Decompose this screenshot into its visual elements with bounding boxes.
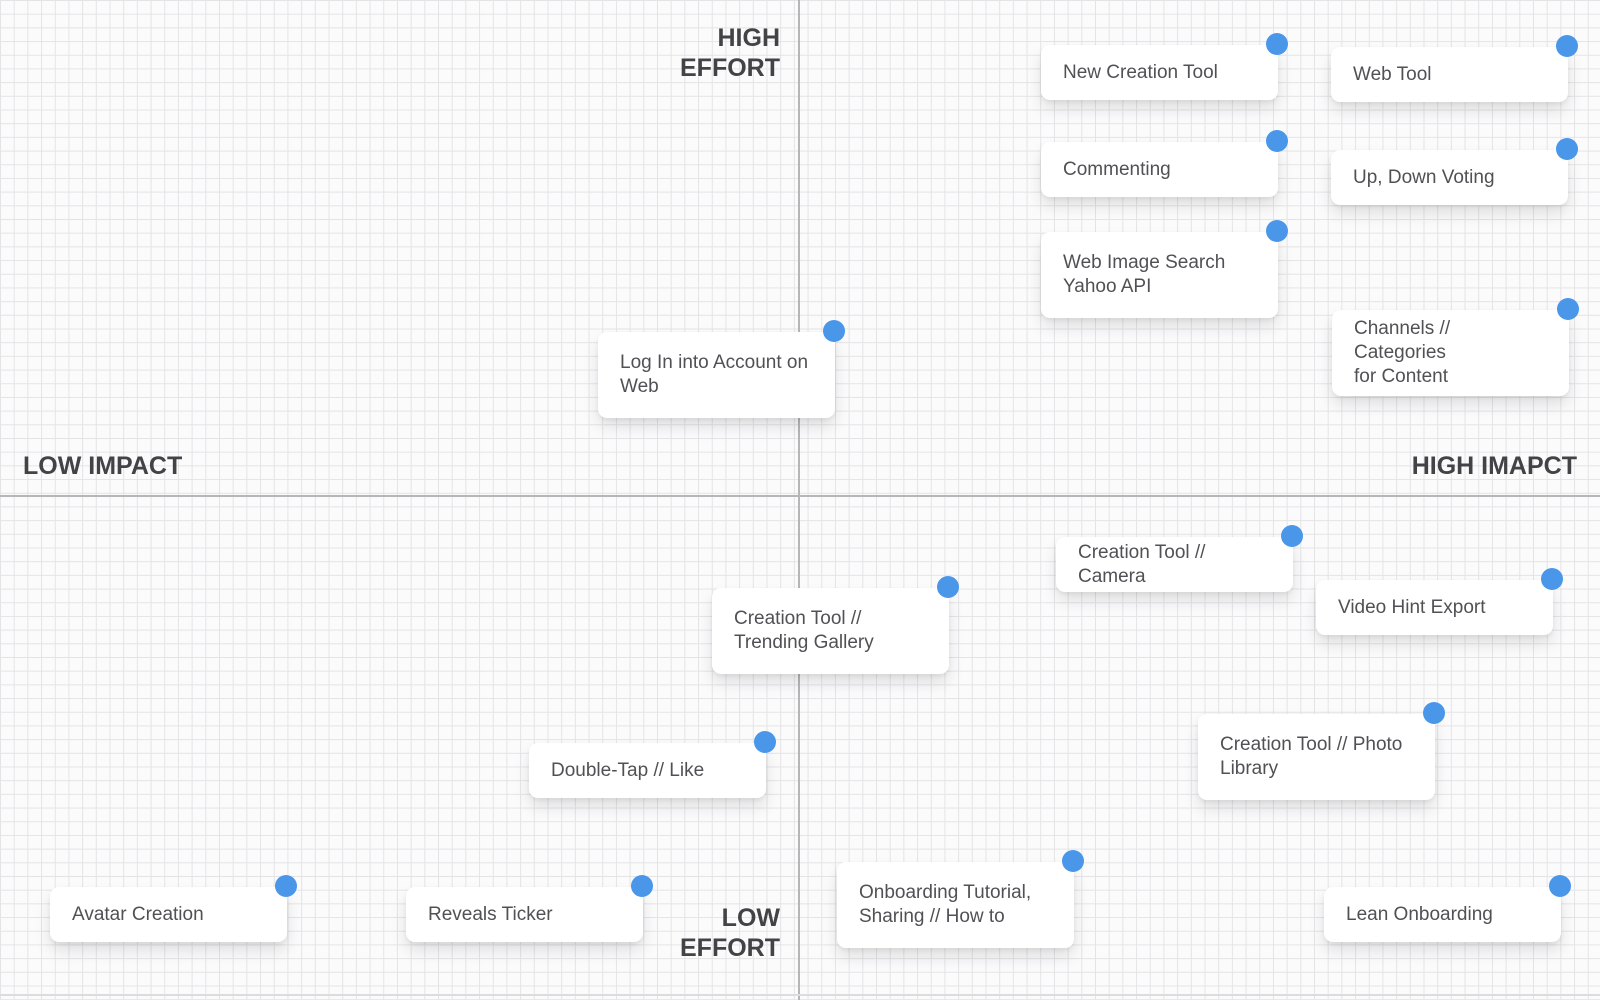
card-handle-dot[interactable]: [1556, 35, 1578, 57]
card-lean-onboarding[interactable]: Lean Onboarding: [1324, 875, 1571, 942]
card-handle-dot[interactable]: [1062, 850, 1084, 872]
card-commenting[interactable]: Commenting: [1041, 130, 1288, 197]
card-label: Up, Down Voting: [1353, 166, 1495, 188]
card-channels-categories-for-content[interactable]: Channels // Categories for Content: [1332, 298, 1579, 396]
card-handle-dot[interactable]: [1556, 138, 1578, 160]
card-creation-tool-trending-gallery[interactable]: Creation Tool // Trending Gallery: [712, 576, 959, 674]
card-label: Commenting: [1063, 158, 1171, 180]
card-label: Creation Tool // Trending Gallery: [734, 608, 874, 653]
effort-axis-line: [798, 0, 800, 1000]
card-handle-dot[interactable]: [1549, 875, 1571, 897]
card-handle-dot[interactable]: [1557, 298, 1579, 320]
card-label: Channels // Categories for Content: [1354, 318, 1451, 387]
frame-boundary-line: [0, 994, 1600, 996]
card-reveals-ticker[interactable]: Reveals Ticker: [406, 875, 653, 942]
card-web-image-search-yahoo-api[interactable]: Web Image Search Yahoo API: [1041, 220, 1288, 318]
card-label: Video Hint Export: [1338, 596, 1486, 618]
card-label: Reveals Ticker: [428, 903, 553, 925]
card-handle-dot[interactable]: [1266, 220, 1288, 242]
card-onboarding-tutorial-sharing-how-to[interactable]: Onboarding Tutorial, Sharing // How to: [837, 850, 1084, 948]
card-label: Double-Tap // Like: [551, 759, 705, 781]
card-label: Web Image Search Yahoo API: [1063, 252, 1226, 297]
card-log-in-into-account-on-web[interactable]: Log In into Account on Web: [598, 320, 845, 418]
card-handle-dot[interactable]: [1266, 130, 1288, 152]
card-label: Creation Tool // Camera: [1078, 541, 1206, 587]
card-up-down-voting[interactable]: Up, Down Voting: [1331, 138, 1578, 205]
card-label: Log In into Account on Web: [620, 352, 809, 397]
axis-label-high-effort: HIGH EFFORT: [680, 24, 780, 82]
card-handle-dot[interactable]: [1423, 702, 1445, 724]
card-avatar-creation[interactable]: Avatar Creation: [50, 875, 297, 942]
card-double-tap-like[interactable]: Double-Tap // Like: [529, 731, 776, 798]
card-label: Avatar Creation: [72, 903, 204, 925]
card-web-tool[interactable]: Web Tool: [1331, 35, 1578, 102]
card-handle-dot[interactable]: [937, 576, 959, 598]
impact-axis-line: [0, 495, 1600, 497]
card-label: Lean Onboarding: [1346, 903, 1493, 925]
axis-label-low-effort: LOW EFFORT: [680, 904, 780, 962]
card-new-creation-tool[interactable]: New Creation Tool: [1041, 33, 1288, 100]
axis-label-low-impact: LOW IMPACT: [23, 452, 183, 480]
card-creation-tool-camera[interactable]: Creation Tool // Camera: [1056, 525, 1303, 592]
card-handle-dot[interactable]: [1541, 568, 1563, 590]
card-label: Onboarding Tutorial, Sharing // How to: [859, 882, 1032, 927]
card-handle-dot[interactable]: [754, 731, 776, 753]
card-handle-dot[interactable]: [631, 875, 653, 897]
card-video-hint-export[interactable]: Video Hint Export: [1316, 568, 1563, 635]
card-label: New Creation Tool: [1063, 61, 1218, 83]
card-handle-dot[interactable]: [1266, 33, 1288, 55]
card-handle-dot[interactable]: [823, 320, 845, 342]
card-label: Web Tool: [1353, 63, 1432, 85]
card-creation-tool-photo-library[interactable]: Creation Tool // Photo Library: [1198, 702, 1445, 800]
card-handle-dot[interactable]: [1281, 525, 1303, 547]
axis-label-high-impact: HIGH IMAPCT: [1411, 452, 1577, 480]
card-label: Creation Tool // Photo Library: [1220, 734, 1403, 779]
card-handle-dot[interactable]: [275, 875, 297, 897]
